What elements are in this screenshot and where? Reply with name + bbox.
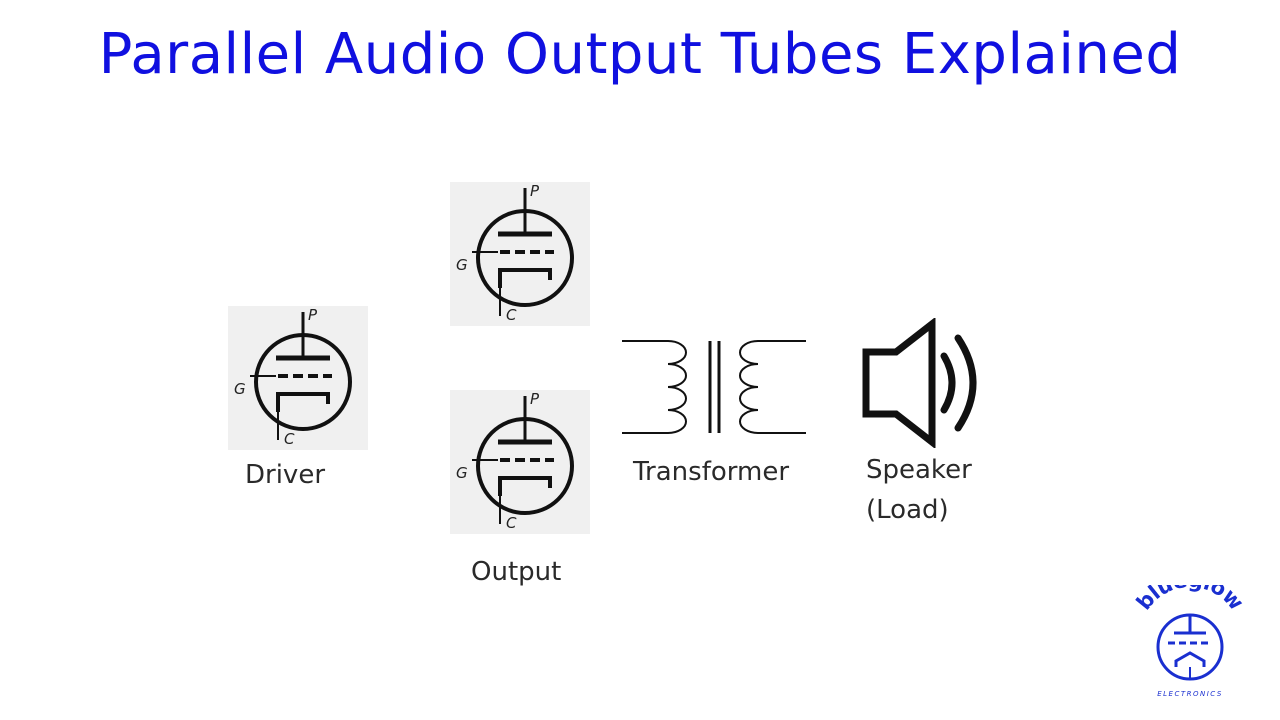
speaker-label: Speaker (Load) [866, 450, 972, 530]
grid-pin-label: G [456, 256, 468, 274]
speaker-label-line1: Speaker [866, 455, 972, 485]
speaker-label-line2: (Load) [866, 495, 949, 525]
output-tube-top-symbol: P G C [450, 182, 590, 326]
plate-pin-label: P [530, 182, 540, 200]
svg-text:blueglow: blueglow [1132, 585, 1248, 614]
output-tube-bottom-symbol: P G C [450, 390, 590, 534]
cathode-pin-label: C [284, 430, 295, 448]
plate-pin-label: P [530, 390, 540, 408]
driver-label: Driver [245, 460, 326, 490]
page-title: Parallel Audio Output Tubes Explained [98, 22, 1182, 87]
plate-pin-label: P [308, 306, 318, 324]
logo-brand-text: blueglow [1132, 568, 1249, 615]
grid-pin-label: G [456, 464, 468, 482]
speaker-icon [860, 316, 990, 450]
grid-pin-label: G [234, 380, 246, 398]
output-label: Output [471, 557, 562, 587]
cathode-pin-label: C [506, 306, 517, 324]
cathode-pin-label: C [506, 514, 517, 532]
logo-subtitle: ELECTRONICS [1157, 690, 1223, 698]
transformer-symbol [620, 332, 810, 442]
driver-tube-symbol: P G C [228, 306, 368, 450]
transformer-label: Transformer [633, 457, 790, 487]
blueglow-logo: blueglow ELECTRONICS [1130, 568, 1250, 705]
